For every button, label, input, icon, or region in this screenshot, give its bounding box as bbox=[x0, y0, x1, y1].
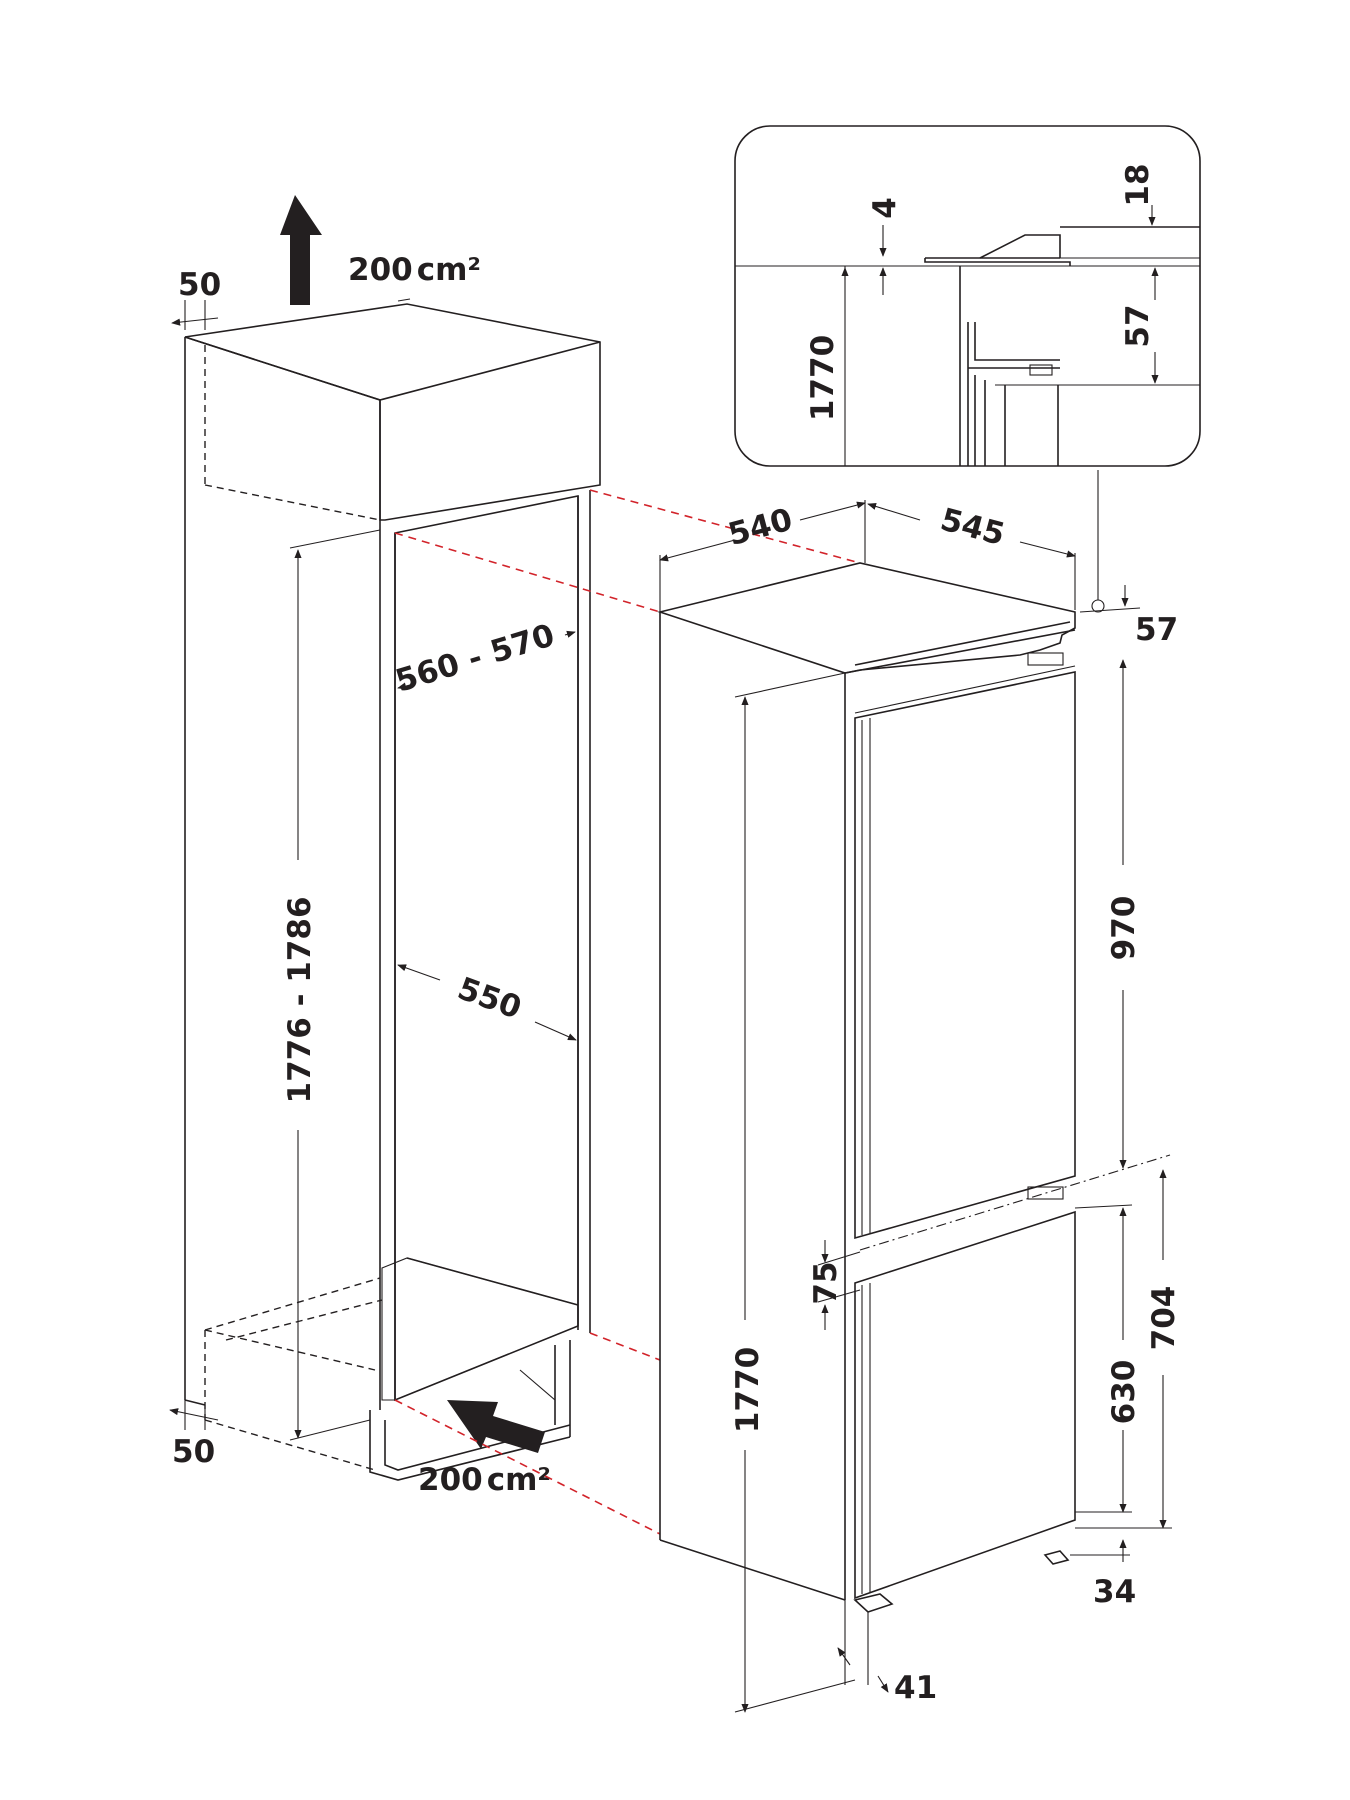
plinth-label: 41 bbox=[894, 1670, 937, 1706]
lower-door bbox=[854, 1210, 1076, 1600]
top-hinge-label: 57 bbox=[1135, 612, 1178, 648]
bottom-gap-dimension bbox=[169, 1400, 219, 1430]
cabinet-niche bbox=[184, 298, 601, 1481]
top-vent-arrow-icon bbox=[280, 195, 322, 305]
top-gap-dimension bbox=[171, 300, 219, 330]
alignment-lines bbox=[394, 489, 861, 1535]
niche-width-label: 560 - 570 bbox=[391, 617, 558, 699]
upper-door bbox=[854, 671, 1076, 1240]
niche-depth-label: 550 bbox=[453, 971, 526, 1027]
detail-hinge-height-label: 57 bbox=[1120, 304, 1156, 347]
top-gap-label: 50 bbox=[178, 267, 221, 303]
width-label: 540 bbox=[724, 502, 796, 554]
niche-width-dimension bbox=[397, 630, 576, 690]
bottom-clearance-label: 34 bbox=[1093, 1574, 1136, 1610]
width-dimension bbox=[659, 500, 866, 612]
top-hinge-dimension bbox=[1079, 470, 1141, 613]
detail-top-hinge-label: 18 bbox=[1120, 163, 1156, 206]
niche-floor bbox=[381, 1257, 579, 1401]
detail-top-gap-label: 4 bbox=[867, 197, 903, 219]
bottom-clearance-dimension bbox=[1070, 1539, 1130, 1562]
lower-door-dimension bbox=[1074, 1204, 1133, 1513]
bottom-gap-label: 50 bbox=[172, 1434, 215, 1470]
appliance-body bbox=[657, 562, 1171, 1613]
niche-height-label: 1776 - 1786 bbox=[282, 896, 318, 1103]
door-gap-dimension bbox=[817, 1240, 861, 1330]
lower-door-total-dimension bbox=[1075, 1169, 1172, 1529]
upper-door-label: 970 bbox=[1106, 896, 1142, 961]
hinge-detail-box bbox=[734, 125, 1201, 467]
depth-dimension bbox=[867, 502, 1076, 610]
niche-height-dimension bbox=[289, 529, 381, 1441]
lower-door-label: 630 bbox=[1106, 1360, 1142, 1425]
niche-depth-dimension bbox=[397, 964, 577, 1041]
lower-door-total-label: 704 bbox=[1146, 1286, 1182, 1351]
height-dimension bbox=[734, 672, 856, 1713]
height-label: 1770 bbox=[730, 1347, 766, 1433]
plinth-dimension bbox=[837, 1600, 889, 1693]
depth-label: 545 bbox=[937, 502, 1009, 554]
cabinet-top-box bbox=[184, 303, 601, 521]
detail-height-label: 1770 bbox=[805, 335, 841, 421]
door-gap-label: 75 bbox=[808, 1261, 844, 1304]
bottom-vent-arrow-icon bbox=[447, 1400, 545, 1453]
